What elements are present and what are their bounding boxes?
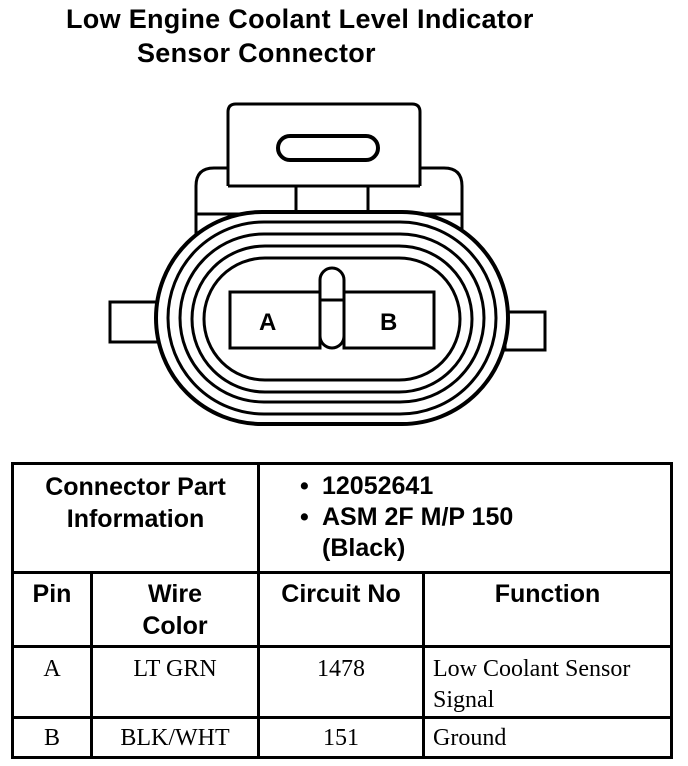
row-b-function: Ground — [422, 716, 673, 759]
part-info-row: Connector Part Information •12052641 •AS… — [11, 462, 673, 574]
connector-lock-tab — [226, 102, 422, 186]
connector-drawing: A B — [108, 102, 547, 426]
part-number-list: •12052641 •ASM 2F M/P 150 (Black) — [260, 465, 670, 564]
connector-color-note: (Black) — [322, 534, 406, 562]
part-info-values-cell: •12052641 •ASM 2F M/P 150 (Black) — [257, 462, 673, 574]
row-a-pin: A — [11, 645, 93, 719]
connector-shoulder — [194, 166, 464, 236]
connector-seal-ring-3 — [190, 244, 474, 394]
diagram-title-line1: Low Engine Coolant Level Indicator — [66, 4, 534, 34]
pin-b-label: B — [380, 309, 397, 336]
header-function: Function — [422, 571, 673, 648]
polarizing-key — [318, 266, 346, 350]
connector-seal-ring-2 — [178, 232, 486, 404]
diagram-title-line2: Sensor Connector — [137, 38, 376, 68]
row-a-circuit: 1478 — [257, 645, 425, 719]
column-header-row: Pin Wire Color Circuit No Function — [11, 571, 673, 648]
header-circuit-no: Circuit No — [257, 571, 425, 648]
row-b-pin: B — [11, 716, 93, 759]
pin-a-label: A — [259, 309, 276, 336]
part-number-item: •ASM 2F M/P 150 — [300, 503, 514, 531]
connector-right-ear — [503, 310, 547, 352]
part-number-item: •12052641 — [300, 472, 434, 500]
row-a-wire-color: LT GRN — [90, 645, 260, 719]
part-info-label-line1: Connector Part — [45, 473, 226, 501]
table-row: B BLK/WHT 151 Ground — [11, 716, 673, 759]
lock-tab-slot — [276, 134, 380, 162]
connector-seal-ring-1 — [166, 220, 498, 416]
row-b-wire-color: BLK/WHT — [90, 716, 260, 759]
table-row: A LT GRN 1478 Low Coolant Sensor Signal — [11, 645, 673, 719]
header-pin: Pin — [11, 571, 93, 648]
part-info-label-line2: Information — [66, 505, 205, 533]
connector-info-table: Connector Part Information •12052641 •AS… — [11, 462, 673, 759]
connector-seal-ring-4 — [202, 256, 462, 382]
row-a-function: Low Coolant Sensor Signal — [422, 645, 673, 719]
header-wire-color: Wire Color — [90, 571, 260, 648]
connector-left-ear — [108, 300, 160, 344]
row-b-circuit: 151 — [257, 716, 425, 759]
part-info-label-cell: Connector Part Information — [11, 462, 260, 574]
